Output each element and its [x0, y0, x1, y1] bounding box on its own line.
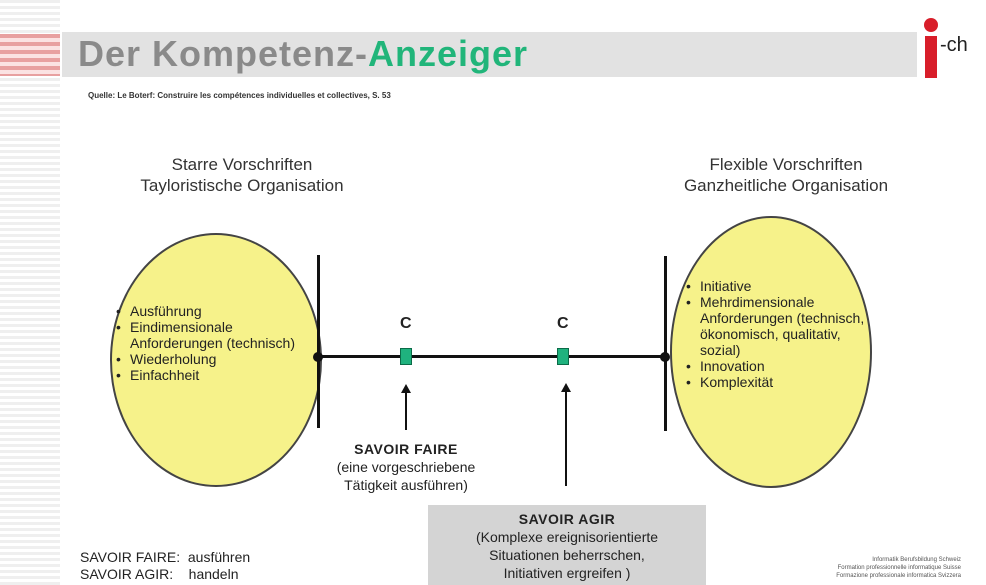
- marker-label-2: C: [557, 315, 569, 332]
- legend-item: SAVOIR AGIR: handeln: [80, 566, 239, 582]
- horizontal-axis-line: [318, 355, 666, 358]
- right-bullet-list: Initiative Mehrdimensionale Anforderunge…: [686, 278, 868, 390]
- legend: SAVOIR FAIRE: ausführen SAVOIR AGIR: han…: [80, 549, 250, 583]
- legend-item: SAVOIR FAIRE: ausführen: [80, 549, 251, 565]
- savoir-faire-line: (eine vorgeschriebene: [336, 459, 476, 475]
- left-bullet: Ausführung: [116, 303, 296, 319]
- arrow-shaft: [405, 392, 407, 430]
- title-part-1: Der Kompetenz-: [78, 33, 369, 74]
- logo-text: -ch: [940, 34, 968, 56]
- left-heading-line-2: Tayloristische Organisation: [140, 176, 344, 195]
- left-bullet: Einfachheit: [116, 367, 296, 383]
- marker-label-1: C: [400, 315, 412, 332]
- savoir-faire-title: SAVOIR FAIRE: [354, 441, 458, 457]
- page-title: Der Kompetenz-Anzeiger: [78, 33, 528, 75]
- left-bullet: Eindimensionale Anforderungen (technisch…: [116, 319, 296, 351]
- savoir-faire-block: SAVOIR FAIRE (eine vorgeschriebene Tätig…: [298, 440, 514, 494]
- savoir-agir-title: SAVOIR AGIR: [518, 511, 616, 527]
- savoir-agir-line: Situationen beherrschen,: [489, 547, 645, 563]
- source-citation: Quelle: Le Boterf: Construire les compét…: [88, 91, 391, 100]
- right-heading-line-1: Flexible Vorschriften: [709, 155, 863, 174]
- left-axis-dot: [313, 352, 323, 362]
- left-bullet-list: Ausführung Eindimensionale Anforderungen…: [116, 303, 296, 383]
- right-bullet: Innovation: [686, 358, 868, 374]
- right-bullet: Komplexität: [686, 374, 868, 390]
- competence-marker-2: [557, 348, 569, 365]
- right-heading-line-2: Ganzheitliche Organisation: [683, 176, 889, 195]
- competence-marker-1: [400, 348, 412, 365]
- left-vertical-line: [317, 255, 320, 428]
- savoir-agir-line: Initiativen ergreifen ): [503, 565, 631, 581]
- right-vertical-line: [664, 256, 667, 431]
- title-bar: [62, 32, 917, 77]
- title-part-2: Anzeiger: [368, 33, 529, 74]
- credit-line: Formazione professionale informatica Svi…: [836, 573, 961, 579]
- decorative-stripes: [0, 0, 60, 585]
- credit-line: Informatik Berufsbildung Schweiz: [872, 557, 961, 563]
- footer-credits: Informatik Berufsbildung Schweiz Formati…: [726, 556, 961, 580]
- arrow-shaft: [565, 391, 567, 486]
- credit-line: Formation professionnelle informatique S…: [837, 565, 961, 571]
- logo-dot-icon: [924, 18, 938, 32]
- left-heading: Starre Vorschriften Tayloristische Organ…: [92, 154, 392, 196]
- ict-logo: -ch: [920, 18, 986, 78]
- savoir-faire-line: Tätigkeit ausführen): [344, 477, 468, 493]
- title-accent-stripes: [0, 34, 60, 76]
- right-bullet: Mehrdimensionale Anforderungen (technisc…: [686, 294, 868, 358]
- savoir-agir-line: (Komplexe ereignisorientierte: [475, 529, 659, 545]
- savoir-agir-box: SAVOIR AGIR (Komplexe ereignisorientiert…: [428, 505, 706, 585]
- right-axis-dot: [660, 352, 670, 362]
- right-heading: Flexible Vorschriften Ganzheitliche Orga…: [636, 154, 936, 196]
- left-heading-line-1: Starre Vorschriften: [171, 155, 313, 174]
- logo-bar-icon: [925, 36, 937, 78]
- left-bullet: Wiederholung: [116, 351, 296, 367]
- right-bullet: Initiative: [686, 278, 868, 294]
- arrow-up-icon: [561, 383, 571, 392]
- arrow-up-icon: [401, 384, 411, 393]
